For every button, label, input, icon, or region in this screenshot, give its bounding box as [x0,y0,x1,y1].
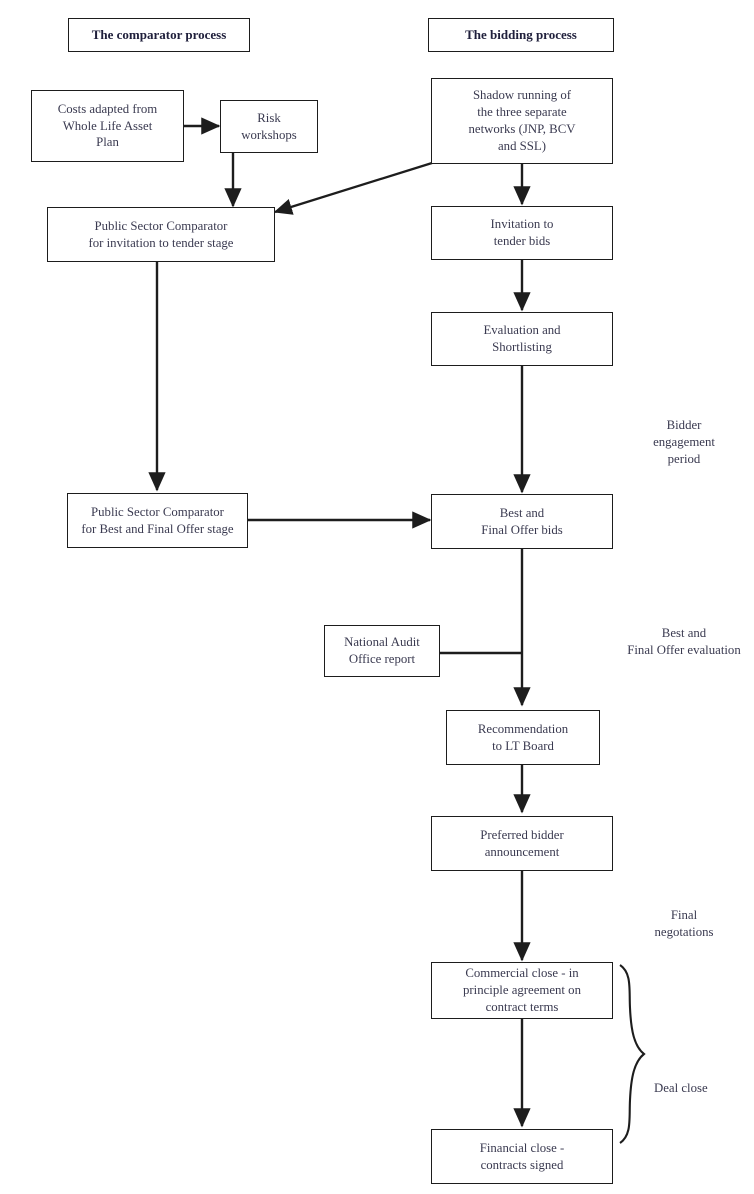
annotation-best-and-final-offer-evaluation: Best and Final Offer evaluation [614,608,754,659]
node-preferred-bidder-label: Preferred bidder announcement [480,827,564,859]
node-nao-report-label: National Audit Office report [344,635,420,666]
annotation-bidder-engagement-period: Bidder engagement period [618,400,750,468]
node-preferred-bidder-announcement: Preferred bidder announcement [431,816,613,871]
node-best-and-final-offer-bids: Best and Final Offer bids [431,494,613,549]
node-national-audit-office-report: National Audit Office report [324,625,440,677]
annotation-final-negotations: Final negotations [618,890,750,941]
annotation-final-negotations-label: Final negotations [654,907,714,939]
node-recommendation-label: Recommendation to LT Board [477,721,569,753]
node-shadow-running-networks: Shadow running of the three separate net… [431,78,613,164]
node-psc-bafo-label: Public Sector Comparator for Best and Fi… [81,504,234,536]
node-bafo-bids-label: Best and Final Offer bids [481,505,563,537]
node-shadow-running-label: Shadow running of the three separate net… [468,88,576,153]
node-evaluation-label: Evaluation and Shortlisting [483,323,561,354]
edge-shadow-running-to-psc-itt [273,161,433,215]
node-risk-workshops-label: Risk workshops [241,110,297,142]
node-financial-close: Financial close - contracts signed [431,1129,613,1184]
node-commercial-close: Commercial close - in principle agreemen… [431,962,613,1019]
header-comparator-process-label: The comparator process [91,27,227,43]
node-invitation-to-tender-bids: Invitation to tender bids [431,206,613,260]
node-evaluation-and-shortlisting: Evaluation and Shortlisting [431,312,613,366]
annotation-deal-close: Deal close [654,1063,750,1097]
deal-close-brace [619,964,646,1144]
node-invitation-label: Invitation to tender bids [490,217,554,248]
header-bidding-process: The bidding process [428,18,614,52]
node-recommendation-to-lt-board: Recommendation to LT Board [446,710,600,765]
node-public-sector-comparator-bafo: Public Sector Comparator for Best and Fi… [67,493,248,548]
node-commercial-close-label: Commercial close - in principle agreemen… [463,966,581,1014]
node-risk-workshops: Risk workshops [220,100,318,153]
node-public-sector-comparator-itt: Public Sector Comparator for invitation … [47,207,275,262]
header-comparator-process: The comparator process [68,18,250,52]
node-costs-adapted-label: Costs adapted from Whole Life Asset Plan [57,101,158,150]
node-psc-itt-label: Public Sector Comparator for invitation … [88,218,234,250]
annotation-bafo-evaluation-label: Best and Final Offer evaluation [627,625,741,657]
annotation-bidder-engagement-period-label: Bidder engagement period [653,417,715,466]
header-bidding-process-label: The bidding process [465,27,577,43]
node-costs-adapted-whole-life-asset-plan: Costs adapted from Whole Life Asset Plan [31,90,184,162]
node-financial-close-label: Financial close - contracts signed [479,1140,565,1172]
annotation-deal-close-label: Deal close [654,1080,708,1095]
